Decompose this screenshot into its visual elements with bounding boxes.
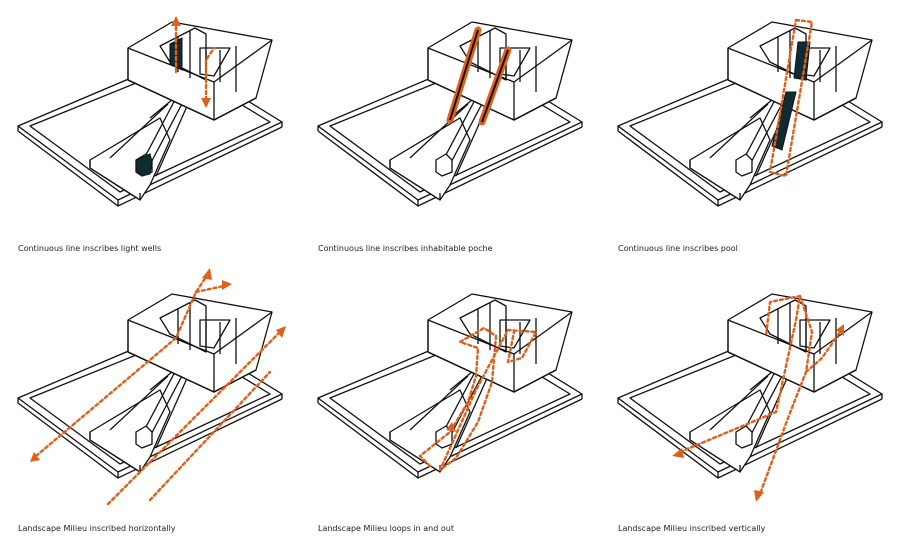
arrow-w-icon bbox=[672, 448, 684, 458]
caption: Continuous line inscribes inhabitable po… bbox=[318, 244, 493, 253]
path-horizontal-1 bbox=[34, 272, 210, 458]
diagram-poche bbox=[317, 21, 583, 207]
panel-loop: Landscape Milieu loops in and out bbox=[300, 272, 600, 543]
panel-poche: Continuous line inscribes inhabitable po… bbox=[300, 0, 600, 271]
path-pool bbox=[768, 18, 814, 178]
panel-horizontal: Landscape Milieu inscribed horizontally bbox=[0, 268, 300, 543]
caption: Landscape Milieu inscribed horizontally bbox=[18, 524, 176, 533]
path-vertical-1 bbox=[678, 294, 802, 454]
light-well-lower bbox=[135, 153, 153, 177]
diagram-vertical bbox=[617, 293, 883, 502]
arrow-sw-icon bbox=[30, 452, 40, 462]
path-vertical-3 bbox=[804, 330, 842, 374]
arrow-ne-icon-3 bbox=[836, 324, 844, 336]
panel-vertical: Landscape Milieu inscribed vertically bbox=[600, 272, 900, 543]
diagram-light-wells bbox=[17, 16, 283, 207]
caption: Continuous line inscribes light wells bbox=[18, 244, 162, 253]
caption: Continuous line inscribes pool bbox=[618, 244, 738, 253]
panel-pool: Continuous line inscribes pool bbox=[600, 0, 900, 271]
diagram-loop bbox=[317, 293, 583, 479]
arrow-down-icon bbox=[201, 98, 211, 108]
caption: Landscape Milieu inscribed vertically bbox=[618, 524, 766, 533]
panel-light-wells: Continuous line inscribes light wells bbox=[0, 0, 300, 271]
arrow-up-icon bbox=[171, 16, 181, 26]
path-horizontal-4 bbox=[148, 370, 272, 502]
path-loop bbox=[418, 326, 538, 472]
diagram-horizontal bbox=[17, 268, 286, 506]
arrow-e-icon bbox=[222, 280, 232, 290]
pool-upper bbox=[793, 41, 811, 81]
diagram-pool bbox=[617, 18, 883, 207]
arrow-loop-icon bbox=[446, 422, 456, 432]
path-horizontal-3 bbox=[106, 330, 282, 506]
path-horizontal-2 bbox=[194, 284, 226, 294]
arrow-ne-icon bbox=[202, 268, 212, 280]
arrow-ne-icon-2 bbox=[276, 326, 286, 338]
caption: Landscape Milieu loops in and out bbox=[318, 524, 454, 533]
path-light-well-2 bbox=[204, 46, 216, 102]
arrow-s-icon bbox=[754, 490, 764, 502]
